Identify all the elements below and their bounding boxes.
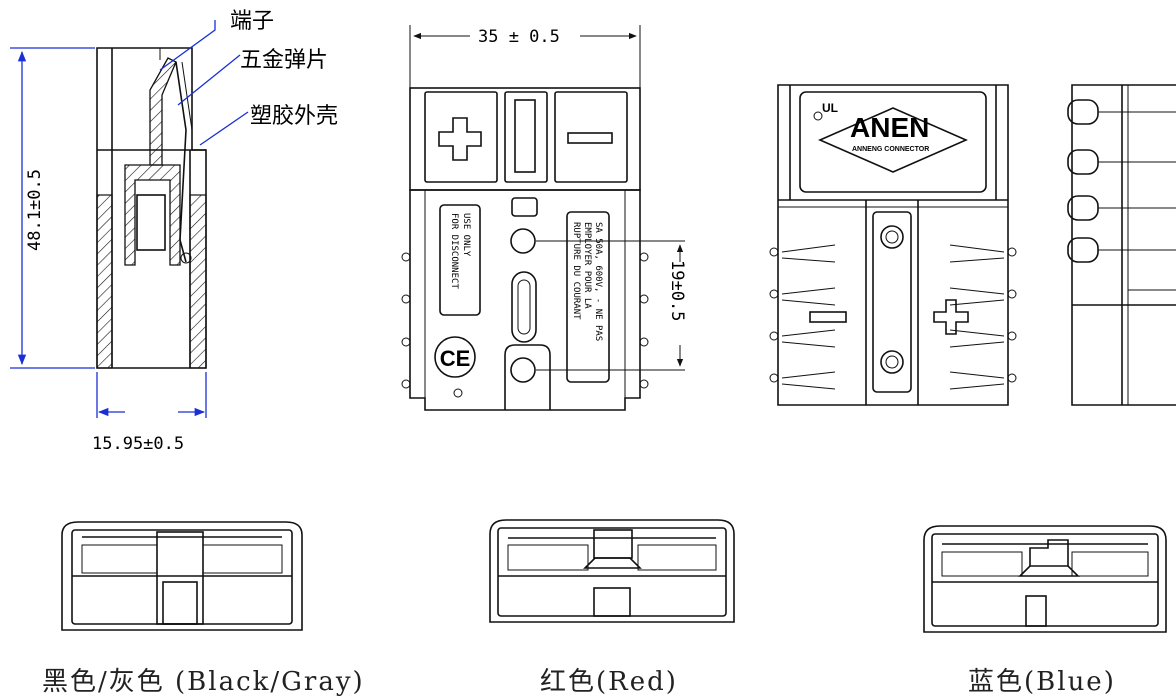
face-right-line-3: RUPTURE DU COURANT: [571, 222, 581, 320]
face-left-line-1: FOR DISCONNECT: [449, 213, 459, 289]
side-bumps: [401, 252, 649, 389]
dim-height-text: 48.1±0.5: [25, 169, 45, 251]
logo-sub: ANNENG CONNECTOR: [852, 146, 929, 153]
face-right-line-2: EMPLOYER POUR LA: [582, 222, 592, 309]
housing-wall-right: [189, 194, 207, 369]
spring-leaf: [175, 61, 187, 263]
label-housing: 塑胶外壳: [250, 104, 338, 129]
leader-spring: [177, 54, 241, 106]
variant-red: 红色(Red): [489, 519, 735, 697]
label-spring: 五金弹片: [240, 48, 328, 73]
terminal-cavity: [136, 194, 166, 251]
ce-mark: CE: [440, 346, 471, 371]
variant-black-gray: 黑色/灰色 (Black/Gray): [42, 521, 365, 697]
face-right-line-1: SA 50A, 600V, - NE PAS: [593, 222, 603, 341]
hole-upper: [510, 228, 536, 254]
grip-fins: [769, 244, 1017, 390]
logo-brand: ANEN: [850, 112, 929, 143]
minus-icon: [567, 132, 613, 144]
caption-red: 红色(Red): [540, 667, 678, 697]
label-terminal: 端子: [230, 9, 274, 34]
face-left-line-2: USE ONLY: [461, 213, 471, 257]
dim-depth-text: 15.95±0.5: [92, 434, 184, 454]
hole-lower: [510, 357, 536, 383]
plus-icon: [438, 117, 482, 161]
side-view-partial: [1067, 84, 1176, 406]
front-face-view: 35 ± 0.5 FOR DISCONNECT USE ONLY SA 50A,…: [401, 25, 687, 411]
caption-black-gray: 黑色/灰色 (Black/Gray): [42, 667, 365, 697]
side-section-view: 端子 五金弹片 塑胶外壳 48.1±0.5 15.95±0.5: [10, 9, 338, 454]
leader-housing: [199, 111, 249, 146]
caption-blue: 蓝色(Blue): [968, 667, 1116, 697]
back-plus-icon: [933, 299, 969, 335]
terminal-body: [124, 164, 181, 266]
terminal-blade: [149, 57, 177, 166]
dim-width-text: 35 ± 0.5: [478, 27, 560, 47]
dim-spacing-text: 19±0.5: [667, 260, 687, 321]
back-logo-view: ANEN ANNENG CONNECTOR UL: [769, 84, 1017, 406]
logo-plate: [799, 91, 987, 193]
back-minus-icon: [809, 311, 847, 323]
logo-ul: UL: [822, 101, 838, 115]
leader-terminal: [159, 20, 216, 71]
housing-wall-left: [96, 194, 113, 369]
variant-blue: 蓝色(Blue): [923, 525, 1167, 697]
